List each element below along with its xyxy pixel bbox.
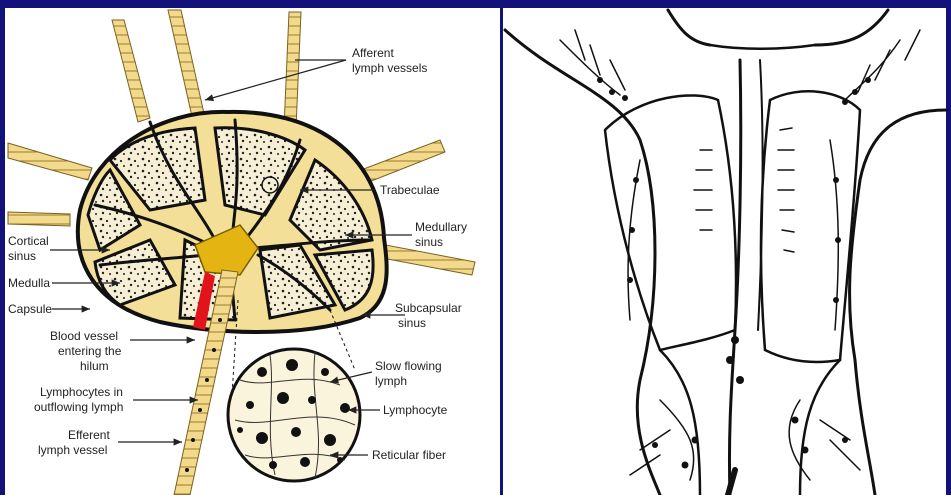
label-efferent-2: lymph vessel — [38, 443, 107, 457]
label-slow-1: Slow flowing — [375, 359, 442, 373]
torso-outline-right — [850, 110, 946, 495]
left-chest — [605, 95, 736, 350]
label-efferent-1: Efferent — [68, 428, 110, 442]
label-medullary-2: sinus — [415, 235, 443, 249]
label-lymphocytes-1: Lymphocytes in — [40, 385, 123, 399]
neck-right — [815, 10, 888, 45]
label-blood-3: hilum — [80, 359, 109, 373]
label-cortical-1: Cortical — [8, 234, 49, 248]
label-lymphocyte: Lymphocyte — [383, 403, 448, 417]
torso-outline — [505, 30, 660, 495]
label-blood-2: entering the — [58, 344, 122, 358]
label-afferent-1: Afferent — [352, 46, 394, 60]
frame-right-bar — [946, 0, 951, 495]
label-subcapsular-1: Subcapsular — [395, 301, 462, 315]
label-blood-1: Blood vessel — [50, 329, 118, 343]
frame-divider — [500, 8, 503, 495]
right-chest — [761, 91, 860, 362]
frame-top-bar — [0, 0, 951, 8]
label-medullary-1: Medullary — [415, 220, 467, 234]
label-capsule: Capsule — [8, 302, 52, 316]
label-trabeculae: Trabeculae — [380, 183, 440, 197]
label-slow-2: lymph — [375, 374, 407, 388]
label-reticular: Reticular fiber — [372, 448, 446, 462]
label-afferent-2: lymph vessels — [352, 61, 427, 75]
frame-left-bar — [0, 0, 5, 495]
label-subcapsular-2: sinus — [398, 316, 426, 330]
label-lymphocytes-2: outflowing lymph — [34, 400, 123, 414]
body-lymph-drawing — [505, 10, 946, 495]
label-cortical-2: sinus — [8, 249, 36, 263]
label-medulla: Medulla — [8, 276, 50, 290]
neck-left — [668, 10, 710, 45]
lymph-node-diagram: Afferent lymph vessels Trabeculae Medull… — [8, 10, 475, 495]
collar — [710, 45, 815, 49]
